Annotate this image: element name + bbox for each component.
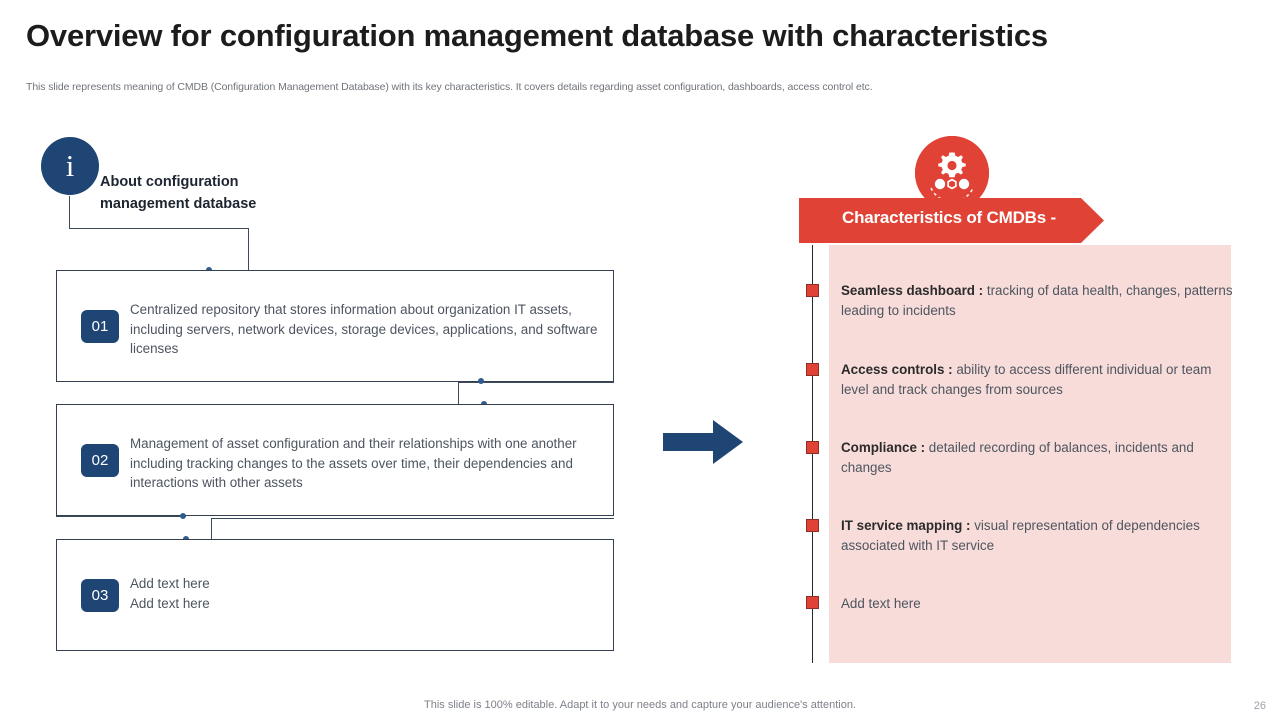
connector-badge-down <box>69 196 70 228</box>
step-number-02: 02 <box>81 444 119 477</box>
characteristic-desc-5: Add text here <box>841 596 921 611</box>
page-title: Overview for configuration management da… <box>26 18 1048 53</box>
step-number-03: 03 <box>81 579 119 612</box>
step-box-01[interactable]: 01 Centralized repository that stores in… <box>56 270 614 382</box>
about-heading: About configuration management database <box>100 174 257 213</box>
square-bullet-icon <box>806 363 819 376</box>
connector-box1-box2-vert <box>458 382 459 404</box>
step-text-03: Add text here Add text here <box>130 576 210 611</box>
characteristic-desc-4: visual representation of dependencies as… <box>841 518 1200 554</box>
characteristic-desc-3: detailed recording of balances, incident… <box>841 440 1194 476</box>
square-bullet-icon <box>806 441 819 454</box>
square-bullet-icon <box>806 519 819 532</box>
characteristic-term-2: Access controls : <box>841 362 953 377</box>
characteristic-term-4: IT service mapping : <box>841 518 971 533</box>
connector-badge-right <box>69 228 248 229</box>
characteristic-item-3[interactable]: Compliance : detailed recording of balan… <box>841 438 1233 478</box>
step-number-01: 01 <box>81 310 119 343</box>
square-bullet-icon <box>806 284 819 297</box>
page-subtitle: This slide represents meaning of CMDB (C… <box>26 81 873 93</box>
timeline-axis <box>812 245 813 663</box>
characteristics-banner-label: Characteristics of CMDBs - <box>842 208 1056 227</box>
characteristic-desc-2: ability to access different individual o… <box>841 362 1212 398</box>
connector-box2-bottom <box>56 516 186 517</box>
characteristic-desc-1: tracking of data health, changes, patter… <box>841 283 1233 319</box>
characteristic-term-3: Compliance : <box>841 440 926 455</box>
footer-note: This slide is 100% editable. Adapt it to… <box>424 699 856 711</box>
characteristics-panel <box>829 245 1231 663</box>
characteristic-item-1[interactable]: Seamless dashboard : tracking of data he… <box>841 281 1233 321</box>
gear-network-icon <box>915 136 989 210</box>
step-box-03[interactable]: 03 Add text here Add text here <box>56 539 614 651</box>
connector-box3-vert <box>211 518 212 540</box>
arrow-right-icon <box>663 418 745 471</box>
connector-dot-4 <box>180 513 186 519</box>
characteristic-item-5[interactable]: Add text here <box>841 594 1233 614</box>
page-number: 26 <box>1253 700 1266 712</box>
connector-box3-upper <box>211 518 614 519</box>
step-text-01: Centralized repository that stores infor… <box>130 302 598 357</box>
step-text-02: Management of asset configuration and th… <box>130 436 577 491</box>
connector-dot-2 <box>478 378 484 384</box>
info-icon-glyph: i <box>65 147 75 183</box>
step-box-02[interactable]: 02 Management of asset configuration and… <box>56 404 614 516</box>
characteristics-banner <box>799 198 1104 243</box>
characteristic-item-4[interactable]: IT service mapping : visual representati… <box>841 516 1233 556</box>
info-icon: i <box>41 137 99 195</box>
characteristic-term-1: Seamless dashboard : <box>841 283 984 298</box>
connector-box1-bottom <box>458 382 614 383</box>
square-bullet-icon <box>806 596 819 609</box>
connector-down-to-box1 <box>248 228 249 270</box>
characteristic-item-2[interactable]: Access controls : ability to access diff… <box>841 360 1233 400</box>
